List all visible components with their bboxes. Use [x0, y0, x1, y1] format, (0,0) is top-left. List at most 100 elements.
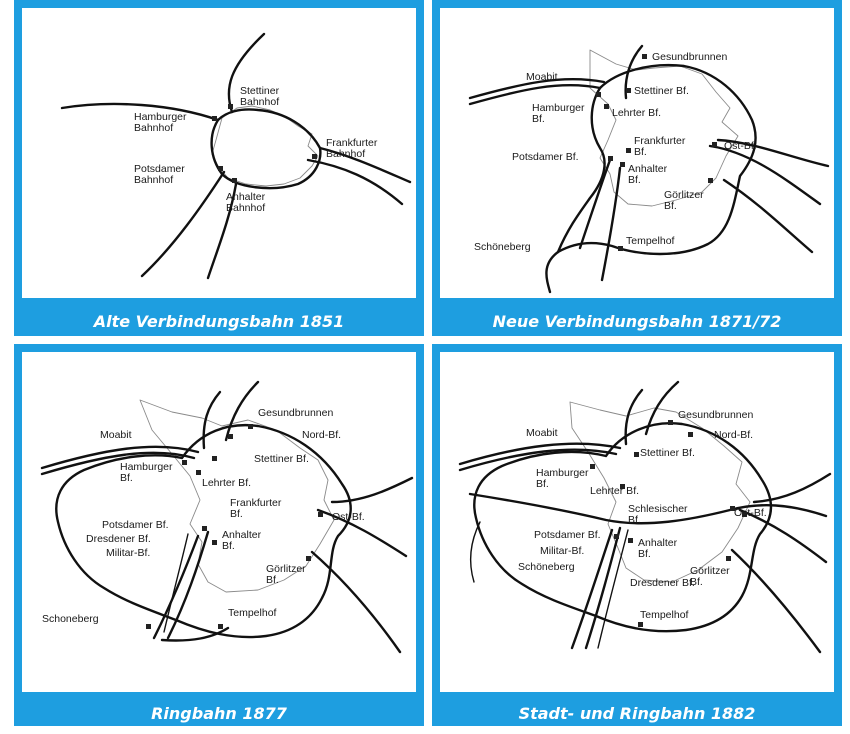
station-anhalter [212, 540, 217, 545]
city-boundary [139, 399, 335, 593]
line-north [224, 380, 260, 442]
label-gesundbrunnen: Gesundbrunnen [258, 407, 333, 419]
label-anhalter: Anhalter [226, 191, 266, 203]
station-nord [228, 434, 233, 439]
label-frankfurter-2: Bf. [634, 146, 647, 158]
label-stettiner: Stettiner Bf. [640, 447, 695, 459]
label-dresdener: Dresdener Bf. [630, 577, 695, 589]
line-frankfurt-2 [318, 146, 412, 184]
label-anhalter: Anhalter [628, 163, 668, 175]
line-moabit-2 [458, 442, 622, 466]
map-panel-1882: Gesundbrunnen Moabit Nord-Bf. Stettiner … [432, 344, 842, 726]
line-south-2 [152, 534, 200, 640]
line-east-2 [752, 472, 832, 504]
label-frankfurter: Frankfurter [634, 135, 686, 147]
line-southeast [730, 548, 822, 654]
label-tempelhof: Tempelhof [640, 609, 689, 621]
map-panel-1871: Gesundbrunnen Moabit Stettiner Bf. Hambu… [432, 0, 842, 336]
station-anhalter [232, 178, 237, 183]
station-potsdamer [218, 166, 223, 171]
station-ost [712, 142, 717, 147]
map-panel-1877: Gesundbrunnen Moabit Nord-Bf. Hamburger … [14, 344, 424, 726]
line-militaer [163, 533, 189, 633]
label-hamburger: Hamburger [134, 111, 187, 123]
ring-west [556, 86, 606, 254]
line-south [600, 166, 622, 282]
line-east-2 [716, 138, 830, 168]
label-goerlitzer-2: Bf. [690, 576, 703, 588]
line-south-2 [570, 528, 614, 650]
label-schoeneberg: Schöneberg [474, 241, 531, 253]
line-southwest [160, 626, 230, 642]
label-tempelhof: Tempelhof [626, 235, 675, 247]
label-hamburger: Hamburger [532, 102, 585, 114]
caption-1877: Ringbahn 1877 [151, 704, 287, 723]
label-schlesischer-2: Bf. [628, 514, 641, 526]
label-hamburger-2: Bf. [120, 472, 133, 484]
label-potsdamer: Potsdamer [134, 163, 185, 175]
station-gesundbrunnen [668, 420, 673, 425]
station-stettiner [626, 88, 631, 93]
station-frankfurter [312, 154, 317, 159]
station-goerlitzer [708, 178, 713, 183]
station-tempelhof [618, 246, 623, 251]
station-ost [742, 512, 747, 517]
station-hamburger [182, 460, 187, 465]
label-dresdener: Dresdener Bf. [86, 533, 151, 545]
caption-1851: Alte Verbindungsbahn 1851 [93, 312, 345, 331]
station-tempelhof [218, 624, 223, 629]
station-hamburger [212, 116, 217, 121]
label-moabit: Moabit [526, 71, 558, 83]
label-militaer: Militar-Bf. [540, 545, 584, 557]
station-stettiner [212, 456, 217, 461]
label-goerlitzer-2: Bf. [266, 574, 279, 586]
label-anhalter-2: Bf. [222, 540, 235, 552]
line-north-2 [624, 388, 644, 446]
label-hamburger: Hamburger [536, 467, 589, 479]
label-ost: Ost-Bf. [734, 507, 767, 519]
station-lehrter [196, 470, 201, 475]
line-potsdam [140, 170, 226, 278]
railway-map-1851: Stettiner Bahnhof Hamburger Bahnhof Fran… [60, 32, 412, 280]
label-hamburger: Hamburger [120, 461, 173, 473]
line-southeast [310, 550, 402, 654]
line-south-3 [597, 529, 629, 649]
railway-map-1877: Gesundbrunnen Moabit Nord-Bf. Hamburger … [40, 380, 414, 654]
label-lehrter: Lehrter Bf. [612, 107, 661, 119]
label-anhalter: Anhalter [222, 529, 262, 541]
station-goerlitzer [306, 556, 311, 561]
station-schoeneberg [146, 624, 151, 629]
ringbahn [55, 424, 352, 639]
station-potsdamer [614, 534, 619, 539]
label-moabit: Moabit [100, 429, 132, 441]
station-hamburger [590, 464, 595, 469]
line-east-2 [330, 476, 414, 504]
railway-map-1882: Gesundbrunnen Moabit Nord-Bf. Stettiner … [458, 380, 832, 654]
label-lehrter: Lehrter Bf. [590, 485, 639, 497]
line-moabit [468, 83, 602, 106]
label-goerlitzer-2: Bf. [664, 200, 677, 212]
label-anhalter-2: Bf. [638, 548, 651, 560]
line-north [644, 380, 680, 436]
label-anhalter-2: Bahnhof [226, 202, 265, 214]
label-hamburger-2: Bf. [536, 478, 549, 490]
station-schlesischer [730, 506, 735, 511]
map-1877: Gesundbrunnen Moabit Nord-Bf. Hamburger … [22, 352, 416, 692]
verbindungsbahn-ring [210, 108, 322, 190]
line-moabit-2 [468, 77, 606, 100]
city-boundary [589, 49, 739, 207]
label-stettiner: Stettiner [240, 85, 280, 97]
line-west-branch [469, 521, 481, 583]
label-potsdamer: Potsdamer Bf. [534, 529, 601, 541]
label-militaer: Militar-Bf. [106, 547, 150, 559]
line-hamburg [60, 102, 220, 122]
map-1851: Stettiner Bahnhof Hamburger Bahnhof Fran… [22, 8, 416, 298]
label-anhalter-2: Bf. [628, 174, 641, 186]
city-boundary [569, 401, 751, 583]
map-panel-1851: Stettiner Bahnhof Hamburger Bahnhof Fran… [14, 0, 424, 336]
line-south [166, 530, 210, 640]
station-potsdamer [202, 526, 207, 531]
map-1871: Gesundbrunnen Moabit Stettiner Bf. Hambu… [440, 8, 834, 298]
station-ost [318, 512, 323, 517]
station-potsdamer [608, 156, 613, 161]
